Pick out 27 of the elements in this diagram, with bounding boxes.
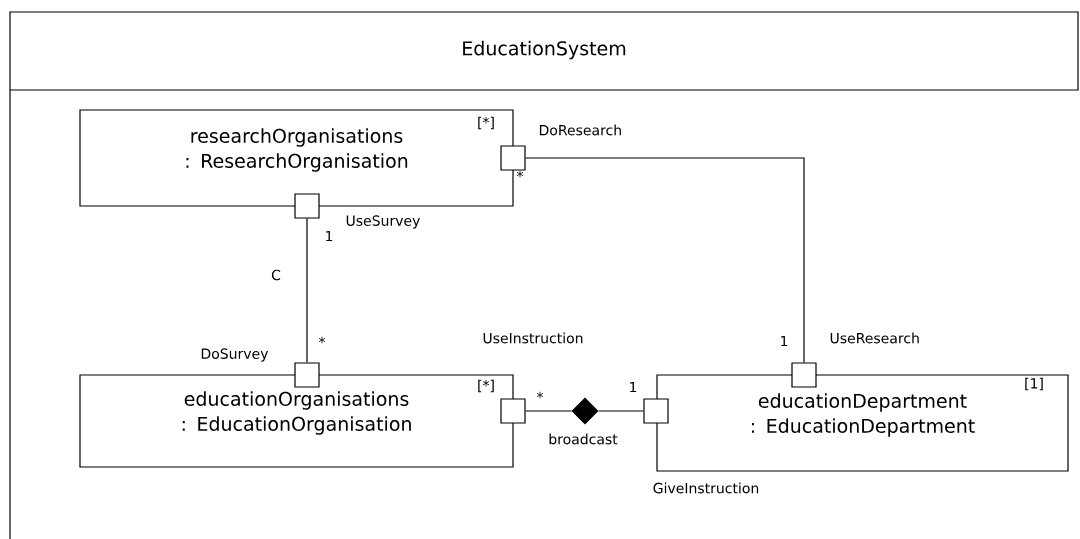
part-box: educationOrganisations : EducationOrganisation [*] xyxy=(79,374,514,468)
connector-label: 1 xyxy=(781,335,788,347)
association-diamond xyxy=(571,397,599,425)
port-label: broadcast xyxy=(549,433,618,445)
connector-label: DoResearch xyxy=(539,124,621,136)
connector-label: DoSurvey xyxy=(201,348,269,362)
part-box: educationDepartment : EducationDepartment [1] xyxy=(656,374,1069,472)
connector-label: * xyxy=(516,170,524,178)
connector xyxy=(525,410,573,412)
edge-label: C xyxy=(270,268,282,282)
connector xyxy=(525,157,805,363)
part-box: researchOrganisations : ResearchOrganisation [*] xyxy=(79,109,514,207)
port-square xyxy=(500,145,526,171)
connector-label: * xyxy=(318,336,326,344)
connector-label: * xyxy=(536,391,544,399)
port-square xyxy=(294,193,320,219)
connector-label: 1 xyxy=(326,230,333,242)
port-square xyxy=(500,398,526,424)
connector xyxy=(597,410,644,412)
port-square xyxy=(294,362,320,388)
port-square xyxy=(643,398,669,424)
port-square xyxy=(791,362,817,388)
connector-label: 1 xyxy=(630,381,637,393)
connector-label: UseSurvey xyxy=(346,215,420,229)
connector-label: UseInstruction xyxy=(483,332,583,344)
connector xyxy=(306,218,308,363)
connector-label: UseResearch xyxy=(830,332,919,344)
